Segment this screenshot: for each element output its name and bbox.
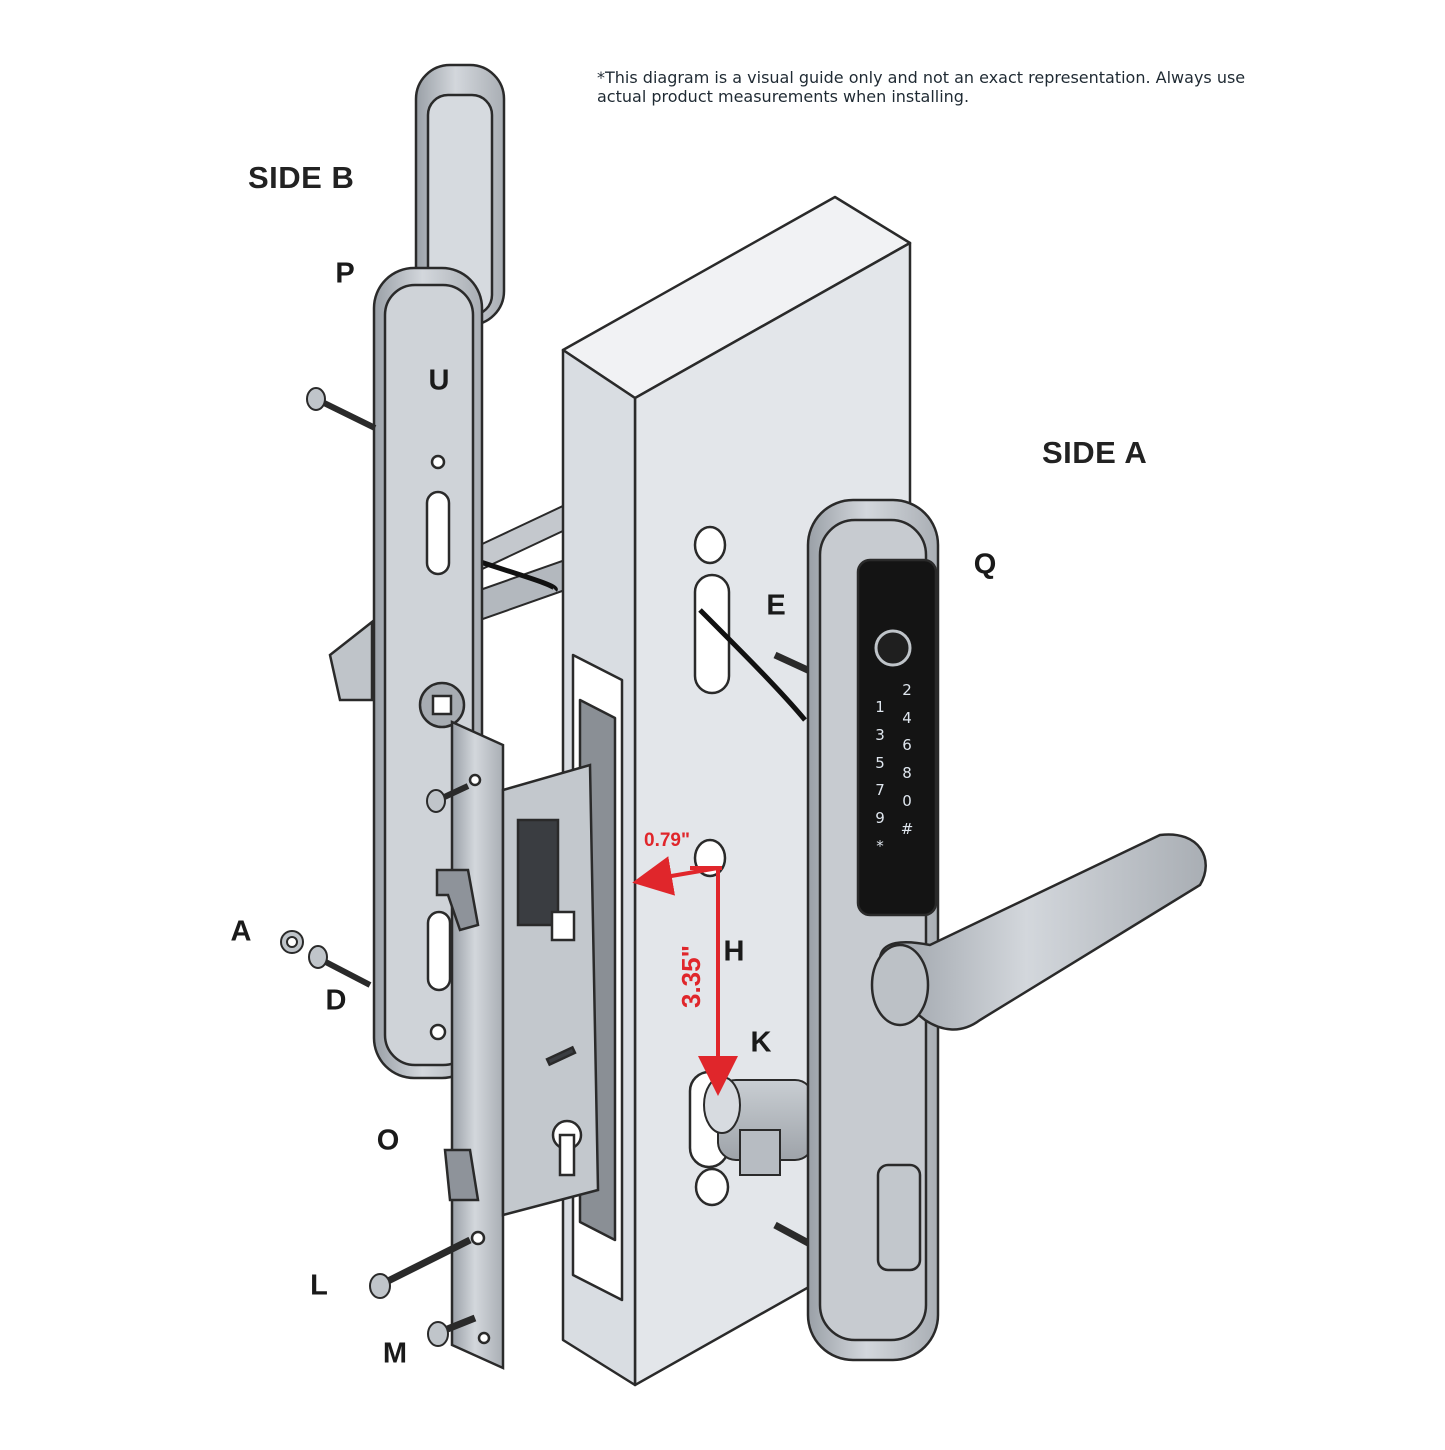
side-a-smart-lock <box>806 498 940 1362</box>
side-b-cap <box>414 63 506 327</box>
side-b-label: SIDE B <box>248 160 355 195</box>
mortise-lock-body <box>435 720 600 1370</box>
part-label-h: H <box>723 935 745 968</box>
keypad-key-2: 2 <box>902 681 912 699</box>
keypad-key-hash: # <box>900 820 914 838</box>
keypad-key-8: 8 <box>902 764 912 782</box>
keypad-key-7: 7 <box>875 781 885 799</box>
part-label-o: O <box>376 1124 400 1157</box>
dimension-vertical-label: 3.35" <box>676 945 706 1008</box>
keypad-key-star: * <box>876 837 884 855</box>
keypad-key-3: 3 <box>875 726 885 744</box>
side-a-label: SIDE A <box>1042 435 1148 470</box>
part-label-u: U <box>428 364 450 397</box>
dimension-horizontal-label: 0.79" <box>644 830 690 851</box>
keypad-key-4: 4 <box>902 709 912 727</box>
part-label-a: A <box>230 915 252 948</box>
screws <box>280 387 814 1347</box>
disclaimer-note: *This diagram is a visual guide only and… <box>597 68 1246 106</box>
keypad-key-1: 1 <box>875 698 885 716</box>
part-label-l: L <box>310 1269 328 1302</box>
part-label-d: D <box>325 984 347 1017</box>
keypad-key-6: 6 <box>902 736 912 754</box>
keypad-key-9: 9 <box>875 809 885 827</box>
part-label-p: P <box>335 257 355 290</box>
keypad-key-0: 0 <box>902 792 912 810</box>
lever-handle <box>870 833 1207 1031</box>
part-label-m: M <box>382 1337 408 1370</box>
part-label-q: Q <box>973 548 997 581</box>
part-label-e: E <box>766 589 786 622</box>
dimension-arrows <box>632 856 738 1096</box>
part-label-k: K <box>750 1026 772 1059</box>
keypad-key-5: 5 <box>875 754 885 772</box>
